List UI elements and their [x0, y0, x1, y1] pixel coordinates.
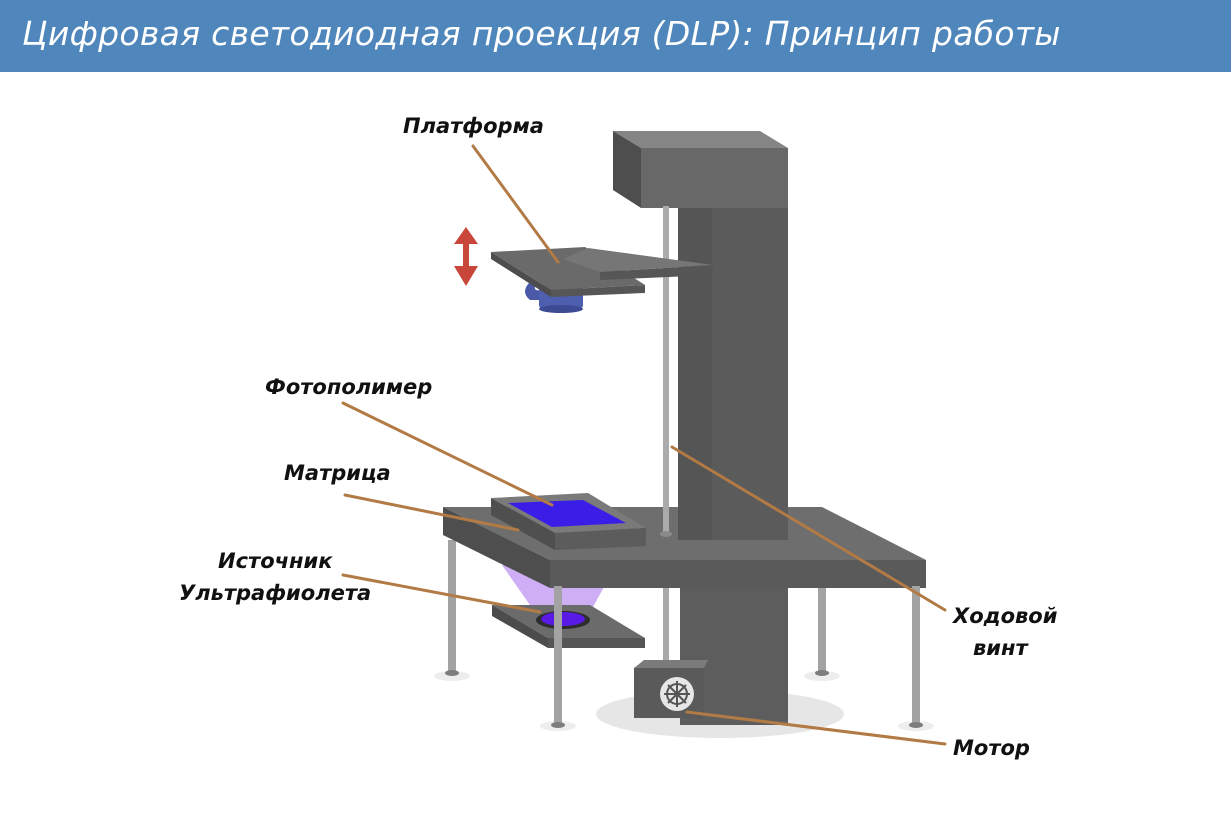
title-bar: Цифровая светодиодная проекция (DLP): Пр… [0, 0, 1231, 72]
label-lead-screw-line1: Ходовой [951, 604, 1058, 628]
uv-source [492, 605, 645, 648]
resin-vat [491, 493, 646, 550]
build-platform [491, 247, 713, 313]
label-uv-source-line2: Ультрафиолета [179, 581, 371, 605]
up-down-arrow-icon [454, 227, 478, 286]
label-platform: Платформа [403, 114, 544, 138]
leader-photopolymer [341, 401, 554, 507]
label-uv-source-line1: Источник [218, 549, 333, 573]
leader-lead-screw [670, 445, 947, 612]
label-lead-screw-line2: винт [973, 636, 1030, 660]
leader-uv-source [341, 573, 542, 614]
leader-platform [471, 144, 560, 264]
lead-screw-lower [663, 585, 669, 665]
main-column [613, 131, 788, 540]
label-motor: Мотор [953, 736, 1030, 760]
front-legs [551, 586, 923, 728]
label-matrix: Матрица [284, 461, 391, 485]
label-photopolymer: Фотополимер [265, 375, 432, 399]
leader-lines [341, 144, 947, 746]
leader-matrix [343, 493, 520, 532]
leader-motor [685, 710, 947, 746]
back-legs [445, 540, 829, 676]
page-title: Цифровая светодиодная проекция (DLP): Пр… [22, 14, 1061, 53]
motor [634, 660, 708, 718]
lead-screw [663, 206, 669, 534]
